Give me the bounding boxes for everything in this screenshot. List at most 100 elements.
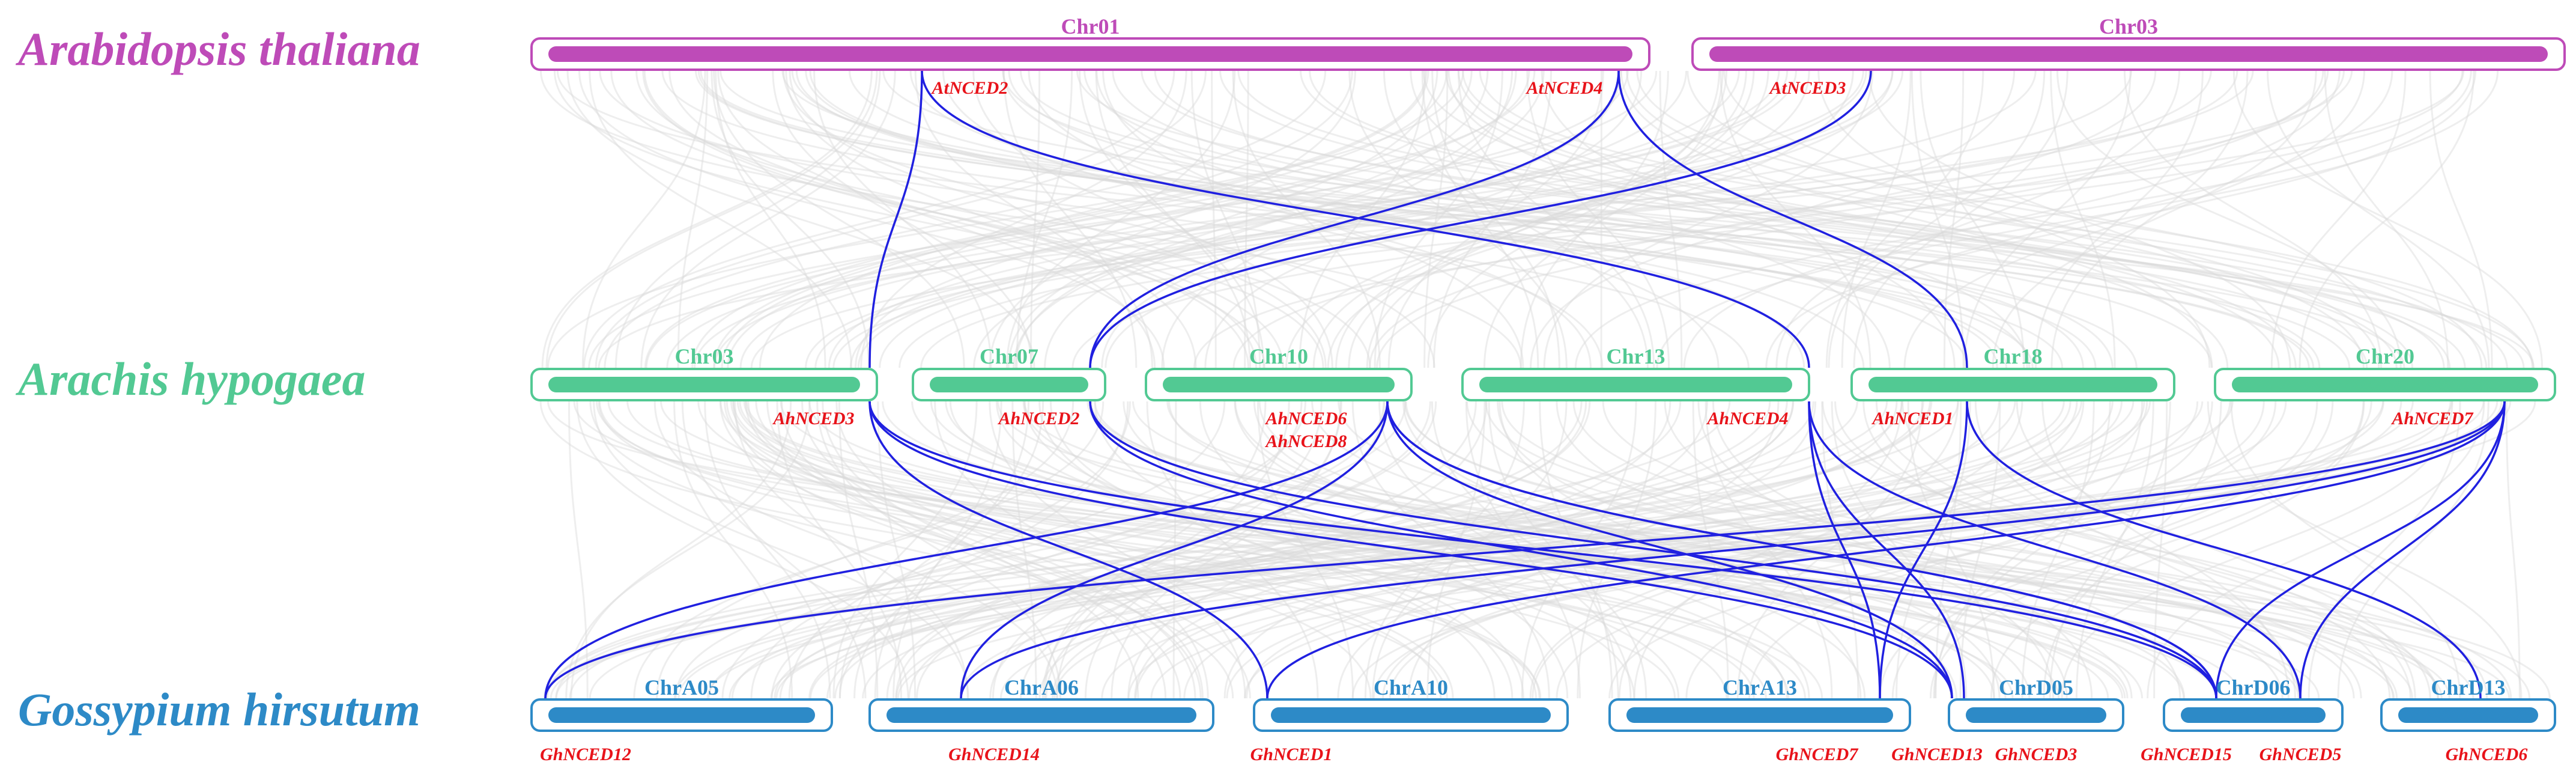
ncde-collinearity-links bbox=[544, 70, 2506, 699]
background-link bbox=[1543, 70, 1874, 368]
background-link bbox=[2075, 401, 2154, 699]
chromosome-thaliana-chr03: Chr03 bbox=[1691, 14, 2566, 71]
chromosome-hirsutum-chra05: ChrA05 bbox=[530, 675, 833, 732]
background-link bbox=[1366, 70, 1728, 368]
background-link bbox=[731, 401, 1903, 699]
chromosome-bar bbox=[548, 707, 815, 723]
background-link bbox=[595, 401, 1767, 699]
background-link bbox=[1929, 401, 2365, 699]
background-link bbox=[1556, 401, 2068, 699]
collinearity-link bbox=[544, 401, 2506, 699]
chromosome-label: ChrD05 bbox=[1999, 675, 2073, 699]
background-link bbox=[642, 70, 1250, 368]
background-link bbox=[729, 401, 2234, 699]
background-link bbox=[783, 70, 1435, 368]
background-link bbox=[588, 70, 1658, 368]
background-link bbox=[1226, 401, 2145, 699]
background-link bbox=[791, 70, 2138, 368]
species-label-hypogaea: Arachis hypogaea bbox=[15, 353, 366, 405]
background-link bbox=[1219, 70, 2413, 368]
background-link bbox=[2324, 70, 2449, 368]
background-link bbox=[785, 70, 1197, 368]
background-link bbox=[1992, 70, 2317, 368]
background-link bbox=[1086, 401, 2474, 699]
background-link bbox=[666, 70, 1780, 368]
background-link bbox=[2043, 401, 2222, 699]
chromosome-hypogaea-chr20: Chr20 bbox=[2214, 344, 2556, 401]
background-link bbox=[1204, 70, 1643, 368]
background-link bbox=[1335, 70, 1747, 368]
background-link bbox=[1520, 70, 1669, 368]
background-link bbox=[720, 401, 1806, 699]
background-link bbox=[805, 70, 1968, 368]
background-link bbox=[897, 401, 2503, 699]
background-link bbox=[860, 70, 1187, 368]
background-link bbox=[1920, 70, 2025, 368]
collinearity-link bbox=[960, 401, 1389, 699]
background-link bbox=[1879, 401, 2318, 699]
background-link bbox=[1875, 401, 2391, 699]
background-link bbox=[713, 70, 1797, 368]
background-link bbox=[750, 70, 2353, 368]
background-link bbox=[1825, 70, 1984, 368]
background-link bbox=[809, 401, 2151, 699]
background-link bbox=[1539, 401, 1613, 699]
background-link bbox=[1312, 70, 1769, 368]
background-link bbox=[788, 401, 1131, 699]
background-link bbox=[1431, 70, 1560, 368]
background-link bbox=[1008, 70, 2031, 368]
chromosome-bar bbox=[2181, 707, 2326, 723]
chromosome-label: Chr03 bbox=[675, 344, 734, 368]
background-link bbox=[1404, 401, 2394, 699]
chromosome-label: ChrA05 bbox=[644, 675, 719, 699]
background-link bbox=[711, 70, 870, 368]
collinearity-link bbox=[1617, 70, 1968, 368]
background-link bbox=[2050, 70, 2249, 368]
background-link bbox=[755, 401, 1541, 699]
chromosome-bar bbox=[548, 377, 860, 392]
chromosome-hirsutum-chrd05: ChrD05 bbox=[1948, 675, 2124, 732]
background-link bbox=[899, 70, 2212, 368]
background-link bbox=[1933, 401, 2144, 699]
gene-label-ghnced12: GhNCED12 bbox=[540, 745, 631, 764]
background-link bbox=[839, 401, 1044, 699]
chromosome-label: Chr10 bbox=[1249, 344, 1308, 368]
background-link bbox=[1094, 401, 1524, 699]
background-link bbox=[774, 401, 1931, 699]
background-link bbox=[989, 401, 1591, 699]
background-link bbox=[1076, 70, 2466, 368]
chromosome-hypogaea-chr13: Chr13 bbox=[1461, 344, 1810, 401]
background-link bbox=[739, 401, 2109, 699]
background-link bbox=[877, 401, 917, 699]
gene-label-ahnced3: AhNCED3 bbox=[772, 409, 854, 428]
background-link bbox=[1907, 401, 1995, 699]
background-link bbox=[1348, 70, 1568, 368]
background-link bbox=[1389, 401, 2199, 699]
background-link bbox=[645, 70, 1629, 368]
collinearity-link bbox=[960, 401, 2506, 699]
background-link bbox=[1382, 401, 2148, 699]
background-link bbox=[779, 401, 1771, 699]
chromosome-bar bbox=[1163, 377, 1395, 392]
background-link bbox=[732, 401, 1181, 699]
background-link bbox=[708, 401, 2082, 699]
background-link bbox=[1285, 70, 1810, 368]
gene-label-atnced3: AtNCED3 bbox=[1769, 78, 1846, 98]
background-link bbox=[556, 70, 2064, 368]
background-link bbox=[541, 70, 873, 368]
background-link bbox=[640, 70, 896, 368]
background-link bbox=[2016, 401, 2416, 699]
chromosome-hirsutum-chra06: ChrA06 bbox=[868, 675, 1214, 732]
background-link bbox=[1005, 70, 1236, 368]
background-link bbox=[1134, 401, 1671, 699]
background-link bbox=[726, 401, 1537, 699]
background-link bbox=[626, 401, 2126, 699]
background-link bbox=[1246, 401, 2078, 699]
chromosome-label: ChrD06 bbox=[2216, 675, 2291, 699]
background-link bbox=[1127, 401, 1488, 699]
background-link bbox=[822, 401, 1139, 699]
background-link bbox=[1053, 401, 2114, 699]
chromosome-hirsutum-chrd13: ChrD13 bbox=[2380, 675, 2556, 732]
collinearity-link bbox=[1808, 401, 2302, 699]
background-link bbox=[1659, 70, 1683, 368]
